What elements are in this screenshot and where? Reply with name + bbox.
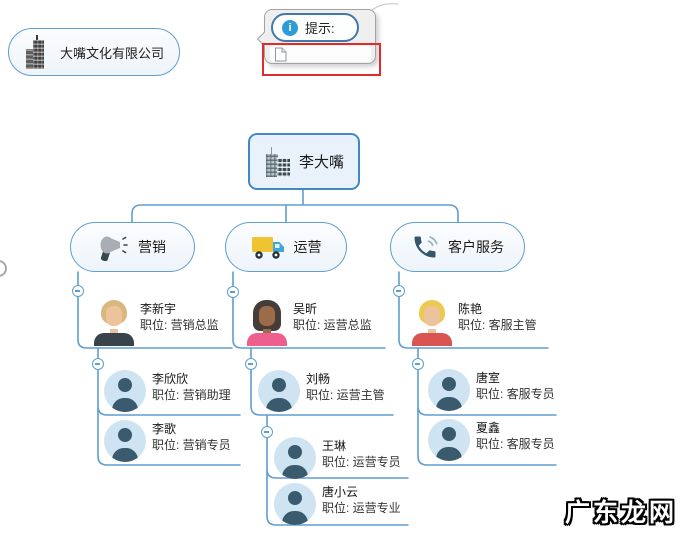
annotation-highlight-rect (262, 43, 381, 76)
person-node-li-xinxin[interactable]: 李欣欣 职位: 营销助理 (104, 370, 231, 412)
person-node-xia-xin[interactable]: 夏鑫 职位: 客服专员 (428, 419, 555, 461)
branch-node-marketing[interactable]: 营销 (70, 222, 195, 272)
person-node-li-xinyu[interactable]: 李新宇 职位: 营销总监 (94, 300, 219, 346)
note-icon (275, 47, 287, 61)
tooltip-note-field[interactable] (270, 46, 371, 62)
person-name: 唐小云 (322, 485, 359, 499)
info-icon: i (282, 19, 298, 36)
collapse-button-operations-members[interactable] (261, 426, 273, 438)
person-name: 李新宇 (140, 302, 177, 316)
tooltip-callout: i 提示: (256, 9, 376, 64)
person-title: 职位: 营销助理 (152, 388, 231, 402)
person-node-tang-shi[interactable]: 唐室 职位: 客服专员 (428, 369, 555, 411)
avatar-silhouette (428, 369, 470, 411)
branch-label-operations: 运营 (293, 239, 322, 255)
watermark-text: 广东龙网 (564, 499, 677, 527)
avatar-silhouette (104, 420, 146, 462)
tooltip-header[interactable]: i 提示: (271, 13, 359, 42)
person-node-wu-xin[interactable]: 吴昕 职位: 运营总监 (247, 300, 372, 346)
person-title: 职位: 客服专员 (476, 437, 555, 451)
person-title: 职位: 运营专员 (322, 455, 401, 469)
root-branch-connector (131, 189, 459, 223)
root-node[interactable]: 李大嘴 (248, 133, 360, 190)
collapse-button-service-members[interactable] (412, 358, 424, 370)
person-title: 职位: 客服主管 (458, 318, 537, 332)
person-title: 职位: 客服专员 (476, 387, 555, 401)
tooltip-title: 提示: (305, 21, 335, 36)
person-title: 职位: 营销总监 (140, 318, 219, 332)
collapse-button-marketing-lead[interactable] (72, 285, 84, 297)
collapse-button-operations-supervisor[interactable] (245, 358, 257, 370)
company-node[interactable]: 大嘴文化有限公司 (8, 28, 180, 76)
person-name: 李欣欣 (152, 372, 189, 386)
person-title: 职位: 营销专员 (152, 438, 231, 452)
avatar-man-blond (94, 300, 134, 346)
phone-icon (411, 233, 439, 261)
branch-node-operations[interactable]: 运营 (225, 222, 347, 272)
person-name: 唐室 (476, 371, 501, 385)
root-label: 李大嘴 (298, 154, 344, 171)
person-name: 李歌 (152, 422, 177, 436)
person-node-chen-yan[interactable]: 陈艳 职位: 客服主管 (412, 300, 537, 346)
person-node-liu-chang[interactable]: 刘畅 职位: 运营主管 (258, 370, 385, 412)
avatar-silhouette (104, 370, 146, 412)
person-node-tang-xiaoyun[interactable]: 唐小云 职位: 运营专业 (274, 483, 401, 525)
corner-stroke (369, 3, 399, 13)
person-name: 王琳 (322, 439, 347, 453)
collapse-button-service-lead[interactable] (393, 285, 405, 297)
branch-label-customer-service: 客户服务 (448, 239, 504, 255)
avatar-woman-dark (247, 300, 287, 346)
person-name: 夏鑫 (476, 421, 501, 435)
person-node-wang-lin[interactable]: 王琳 职位: 运营专员 (274, 437, 401, 479)
avatar-silhouette (274, 437, 316, 479)
avatar-man-red (412, 300, 452, 346)
person-name: 刘畅 (306, 372, 331, 386)
person-name: 吴昕 (293, 302, 318, 316)
megaphone-icon (99, 233, 129, 261)
building-icon (23, 35, 49, 69)
avatar-silhouette (258, 370, 300, 412)
person-title: 职位: 运营专业 (322, 501, 401, 515)
avatar-silhouette (428, 419, 470, 461)
company-label: 大嘴文化有限公司 (60, 45, 165, 61)
left-edge-handle[interactable] (0, 260, 7, 277)
buildings-icon (264, 146, 292, 177)
truck-icon (251, 235, 285, 260)
collapse-button-operations-lead[interactable] (227, 286, 239, 298)
person-node-li-ge[interactable]: 李歌 职位: 营销专员 (104, 420, 231, 462)
collapse-button-marketing-members[interactable] (92, 358, 104, 370)
person-title: 职位: 运营总监 (293, 318, 372, 332)
branch-node-customer-service[interactable]: 客户服务 (390, 222, 525, 272)
branch-label-marketing: 营销 (138, 239, 166, 255)
avatar-silhouette (274, 483, 316, 525)
person-title: 职位: 运营主管 (306, 388, 385, 402)
person-name: 陈艳 (458, 302, 483, 316)
